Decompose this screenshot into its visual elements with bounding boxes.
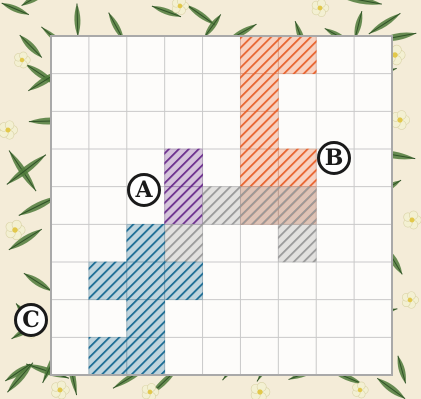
piece-cell bbox=[126, 262, 165, 300]
piece-cell bbox=[202, 186, 241, 224]
piece-cell bbox=[126, 224, 165, 262]
piece-cell bbox=[88, 337, 127, 375]
label-b: B bbox=[317, 141, 351, 175]
label-a: A bbox=[127, 173, 161, 207]
piece-cell bbox=[278, 36, 317, 74]
piece-cell bbox=[164, 186, 203, 224]
piece-cell bbox=[164, 262, 203, 300]
piece-cell bbox=[126, 337, 165, 375]
piece-cell bbox=[278, 224, 317, 262]
label-c: C bbox=[14, 303, 48, 337]
piece-cell bbox=[164, 224, 203, 262]
piece-cell bbox=[278, 186, 317, 224]
piece-cell bbox=[240, 73, 279, 111]
piece-cell bbox=[278, 149, 317, 187]
piece-cell bbox=[164, 149, 203, 187]
piece-purple[interactable] bbox=[164, 149, 203, 225]
piece-cell bbox=[240, 149, 279, 187]
piece-cell bbox=[240, 111, 279, 149]
piece-cell bbox=[126, 299, 165, 337]
piece-cell bbox=[240, 36, 279, 74]
piece-cell bbox=[88, 262, 127, 300]
piece-cell bbox=[240, 186, 279, 224]
